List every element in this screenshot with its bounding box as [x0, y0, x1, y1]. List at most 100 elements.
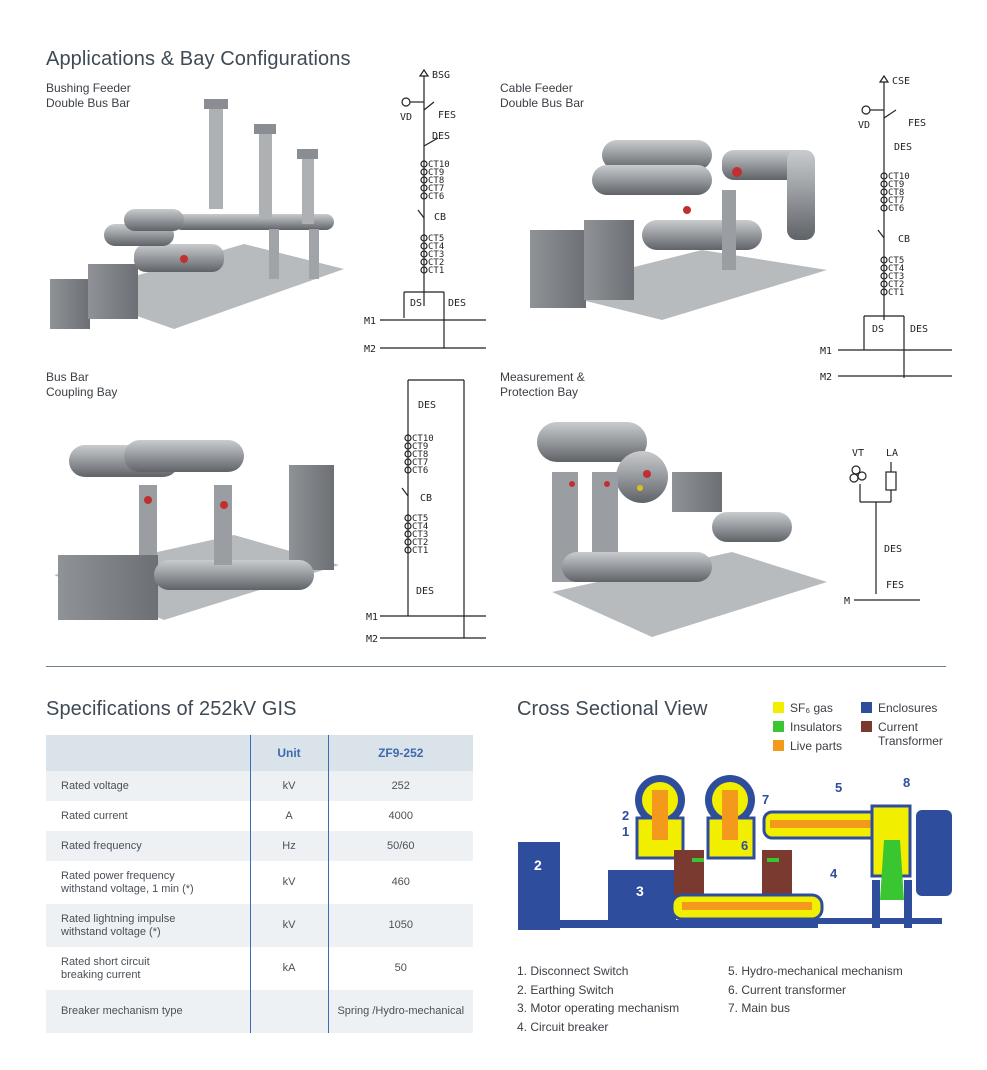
- label-ct10: CT10: [888, 172, 910, 182]
- ct-stack-upper: [880, 172, 888, 212]
- label-ct7: CT7: [888, 196, 904, 206]
- legend-label-line: Current: [878, 720, 919, 734]
- bus-coupling-render: [54, 440, 339, 620]
- measurement-bay-render: [537, 422, 827, 637]
- label-ct9: CT9: [412, 442, 428, 452]
- label-ct5: CT5: [428, 234, 444, 244]
- label-ct2: CT2: [412, 538, 428, 548]
- list-item: 3. Motor operating mechanism: [517, 1001, 680, 1015]
- table-row: Rated frequency Hz 50/60: [46, 831, 473, 861]
- label-ds: DS: [410, 298, 422, 309]
- row-unit: kV: [249, 861, 328, 904]
- row-label: Rated current: [46, 801, 250, 831]
- label-la: LA: [886, 448, 898, 459]
- label-ct2: CT2: [428, 258, 444, 268]
- label-ct3: CT3: [428, 250, 444, 260]
- table-row: Rated current A 4000: [46, 801, 473, 831]
- caption-line: Bushing Feeder: [46, 81, 131, 95]
- row-value: Spring /Hydro-mechanical: [327, 990, 473, 1033]
- label-ct6: CT6: [412, 466, 428, 476]
- row-label-line: withstand voltage (*): [61, 925, 161, 938]
- label-m2: M2: [820, 372, 832, 383]
- caption-line: Bus Bar: [46, 370, 89, 384]
- legend-sf6: SF₆ gas: [773, 701, 833, 715]
- label-ct6: CT6: [428, 192, 444, 202]
- label-ct6: CT6: [888, 204, 904, 214]
- label-m2: M2: [366, 634, 378, 645]
- section-divider: [46, 666, 946, 667]
- caption-line: Double Bus Bar: [46, 96, 131, 110]
- ct-stack-upper: [404, 434, 412, 474]
- legend-label: Live parts: [790, 739, 843, 753]
- label-cb: CB: [898, 234, 910, 245]
- table-row: Breaker mechanism type Spring /Hydro-mec…: [46, 990, 473, 1033]
- caption-cable-feeder: Cable Feeder Double Bus Bar: [500, 81, 584, 111]
- row-label: Breaker mechanism type: [46, 990, 250, 1033]
- label-fes: FES: [886, 580, 904, 591]
- row-unit: kV: [249, 771, 328, 801]
- label-ct9: CT9: [428, 168, 444, 178]
- label-ct2: CT2: [888, 280, 904, 290]
- legend-label: Insulators: [790, 720, 843, 734]
- swatch-yellow: [773, 702, 784, 713]
- label-des: DES: [432, 131, 450, 142]
- label-bsg: BSG: [432, 70, 450, 81]
- label-des: DES: [894, 142, 912, 153]
- list-item: 2. Earthing Switch: [517, 982, 614, 997]
- label-cse: CSE: [892, 76, 910, 87]
- row-value: 4000: [327, 801, 473, 831]
- spec-table: Unit ZF9-252 Rated voltage kV 252 Rated …: [46, 735, 473, 1033]
- legend-label-line: Transformer: [878, 734, 943, 748]
- row-unit: kV: [249, 904, 328, 947]
- row-value: 50: [327, 947, 473, 990]
- label-m1: M1: [364, 316, 376, 327]
- label-ct3: CT3: [412, 530, 428, 540]
- list-item: 4. Circuit breaker: [517, 1019, 609, 1034]
- label-ct1: CT1: [412, 546, 428, 556]
- caption-line: Coupling Bay: [46, 385, 118, 399]
- callout-7b: 7: [762, 792, 769, 807]
- specifications-title: Specifications of 252kV GIS: [46, 698, 297, 720]
- table-header-row: Unit ZF9-252: [46, 735, 473, 771]
- component-list-right: 5. Hydro-mechanical mechanism 6. Current…: [728, 962, 903, 1018]
- caption-line: Cable Feeder: [500, 81, 573, 95]
- label-des: DES: [910, 324, 928, 335]
- row-label-line: breaking current: [61, 968, 141, 981]
- enclosure-3: [608, 870, 676, 926]
- header-model: ZF9-252: [327, 735, 473, 771]
- label-ct10: CT10: [428, 160, 450, 170]
- label-ct8: CT8: [888, 188, 904, 198]
- single-line-diagram-bushing: BSG VD FES DES CT10 CT9 CT8 CT7 CT6 CB C…: [364, 68, 486, 355]
- cross-section-drawing: 2 1 7 7 5 8 6 4 2 3: [518, 770, 952, 930]
- legend-enclosures: Enclosures: [861, 701, 937, 715]
- label-ct7: CT7: [428, 184, 444, 194]
- swatch-blue: [861, 702, 872, 713]
- label-vd: VD: [400, 112, 412, 123]
- callout-6: 6: [741, 838, 748, 853]
- caption-bus-coupling: Bus Bar Coupling Bay: [46, 370, 117, 400]
- caption-line: Double Bus Bar: [500, 96, 585, 110]
- list-item: 7. Main bus: [728, 1001, 791, 1015]
- callout-8: 8: [903, 775, 910, 790]
- label-des: DES: [884, 544, 902, 555]
- header-unit: Unit: [249, 735, 328, 771]
- list-item: 6. Current transformer: [728, 982, 847, 997]
- enclosure-2: [518, 842, 560, 930]
- label-des: DES: [448, 298, 466, 309]
- legend-insulators: Insulators: [773, 720, 842, 734]
- caption-bushing-feeder: Bushing Feeder Double Bus Bar: [46, 81, 131, 111]
- callout-7a: 7: [687, 770, 694, 771]
- label-ct10: CT10: [412, 434, 434, 444]
- swatch-orange: [773, 740, 784, 751]
- label-ct1: CT1: [888, 288, 904, 298]
- swatch-brown: [861, 721, 872, 732]
- ct-stack-lower: [420, 234, 428, 274]
- label-vd: VD: [858, 120, 870, 131]
